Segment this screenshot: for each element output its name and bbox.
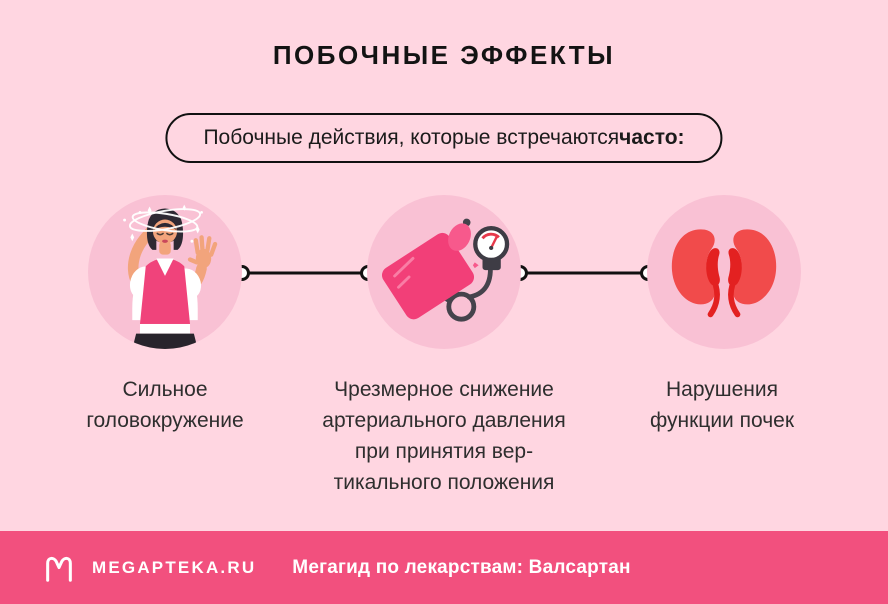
pill-bold-text: часто: [619,126,685,149]
page-title: ПОБОЧНЫЕ ЭФФЕКТЫ [272,40,616,70]
label-line: Сильное [122,378,208,401]
brand-name: MEGAPTEKA.RU [92,557,257,577]
blood-pressure-monitor-icon [381,218,510,322]
side-effect-label-dizziness: Сильное головокружение [25,374,305,436]
label-line: тикального положения [333,471,555,494]
footer-guide-text: Мегагид по лекарствам: Валсартан [292,556,631,578]
megapteka-m-logo-icon [46,556,72,582]
label-line: Нарушения [665,378,778,401]
side-effect-label-kidneys: Нарушения функции почек [577,374,867,436]
dizzy-woman-icon [123,204,218,349]
blood-pressure-illustration-circle [367,195,521,349]
footer-bar: MEGAPTEKA.RU Мегагид по лекарствам: Валс… [0,531,888,604]
label-line: головокружение [86,409,244,432]
side-effect-label-blood-pressure: Чрезмерное снижение артериального давлен… [274,374,614,498]
kidneys-icon [671,229,777,318]
label-line: функции почек [649,409,795,432]
pill-text: Побочные действия, которые встречаются [203,126,620,149]
dizziness-illustration-circle [88,195,242,349]
label-line: при принятия вер- [354,440,534,463]
kidneys-illustration-circle [647,195,801,349]
frequency-pill: Побочные действия, которые встречаются ч… [165,113,723,163]
label-line: Чрезмерное снижение [334,378,554,401]
label-line: артериального давления [322,409,566,432]
